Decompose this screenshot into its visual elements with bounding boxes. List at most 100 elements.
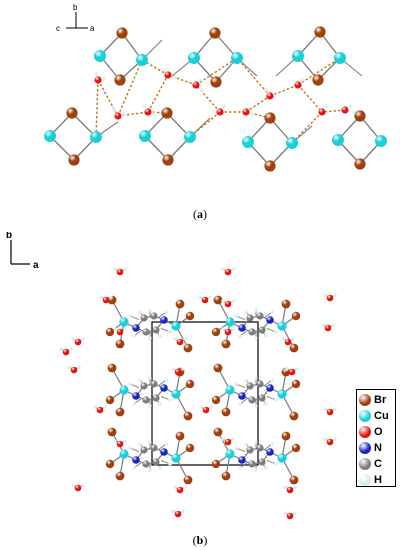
atom-o [216, 108, 224, 116]
atom-br [175, 299, 185, 309]
atom-h [264, 334, 268, 338]
atom-br [264, 160, 276, 172]
hydrogen-bond [97, 79, 119, 117]
atom-h [208, 295, 212, 299]
legend-item-o: O [359, 424, 397, 439]
atom-br [211, 327, 221, 337]
atom-o [288, 368, 296, 376]
atom-br [314, 26, 326, 38]
atom-br [354, 110, 366, 122]
atom-cu [292, 50, 304, 62]
atom-h [81, 483, 85, 487]
atom-cu [119, 449, 129, 459]
hydrogen-bond [195, 84, 221, 113]
atom-o [144, 108, 152, 116]
atom-br [115, 407, 125, 417]
atom-br [183, 411, 193, 421]
atom-n [132, 392, 140, 400]
atom-cu [188, 52, 200, 64]
atom-br [68, 154, 80, 166]
atom-br [354, 158, 366, 170]
axis-label-a: a [90, 24, 95, 33]
atom-n [266, 316, 274, 324]
atom-o [294, 81, 302, 89]
atom-h [148, 468, 152, 472]
panel-a: b c a (a) [0, 0, 400, 230]
atom-h [168, 462, 172, 466]
atom-h [264, 88, 268, 92]
legend-swatch [359, 457, 371, 470]
atom-br [105, 327, 115, 337]
legend-label: O [374, 425, 383, 438]
atom-o [62, 348, 70, 356]
atom-c [140, 382, 148, 390]
atom-h [168, 330, 172, 334]
atom-h [283, 485, 287, 489]
atom-h [138, 310, 142, 314]
atom-h [274, 462, 278, 466]
atom-br [210, 76, 222, 88]
atom-br [105, 395, 115, 405]
atoms [59, 267, 337, 520]
atom-h [171, 509, 175, 513]
atom-h [112, 108, 116, 112]
atom-h [164, 310, 168, 314]
atom-c [142, 396, 150, 404]
atom-h [128, 314, 132, 318]
atom-h [132, 402, 136, 406]
atom-h [123, 327, 127, 331]
atom-h [138, 378, 142, 382]
atom-h [238, 402, 242, 406]
atom-cu [286, 137, 298, 149]
atom-br [185, 311, 195, 321]
atom-br [281, 431, 291, 441]
atom-c [150, 444, 158, 452]
hydrogen-bond [147, 74, 169, 113]
atom-h [254, 336, 258, 340]
atom-h [285, 367, 289, 371]
hydrogen-bond [297, 57, 341, 86]
atom-c [142, 460, 150, 468]
atom-c [248, 328, 256, 336]
legend-item-cu: Cu [359, 408, 397, 423]
atom-h [198, 295, 202, 299]
atom-c [142, 328, 150, 336]
atom-br [221, 339, 231, 349]
atom-h [69, 347, 73, 351]
atom-o [174, 510, 182, 518]
legend-swatch [359, 441, 371, 454]
atom-h [254, 308, 258, 312]
atom-h [254, 404, 258, 408]
atom-cu [119, 385, 129, 395]
atom-cu [225, 385, 235, 395]
element-legend: Br Cu O N C H [356, 389, 396, 487]
atom-h [234, 382, 238, 386]
atom-br [289, 411, 299, 421]
atom-br [221, 407, 231, 417]
atom-cu [375, 135, 387, 147]
axis-indicator-b: b a [6, 230, 39, 271]
atom-h [244, 378, 248, 382]
axis-label-b: b [6, 232, 12, 241]
atom-o [224, 268, 232, 276]
atom-h [148, 376, 152, 380]
atom-br [175, 431, 185, 441]
atom-c [256, 444, 264, 452]
atom-br [183, 475, 193, 485]
atom-cu [184, 131, 196, 143]
atom-cu [332, 134, 344, 146]
legend-swatch [359, 393, 371, 406]
atom-h [352, 110, 356, 114]
atom-h [331, 323, 335, 327]
atom-cu [139, 130, 151, 142]
atom-h [333, 293, 337, 297]
atom-h [122, 112, 126, 116]
atom-h [221, 267, 225, 271]
atom-h [94, 72, 98, 76]
atom-o [201, 296, 209, 304]
atom-br [291, 311, 301, 321]
atom-o [164, 71, 172, 79]
legend-label: H [374, 473, 382, 486]
atom-h [67, 365, 71, 369]
atom-br [291, 443, 301, 453]
